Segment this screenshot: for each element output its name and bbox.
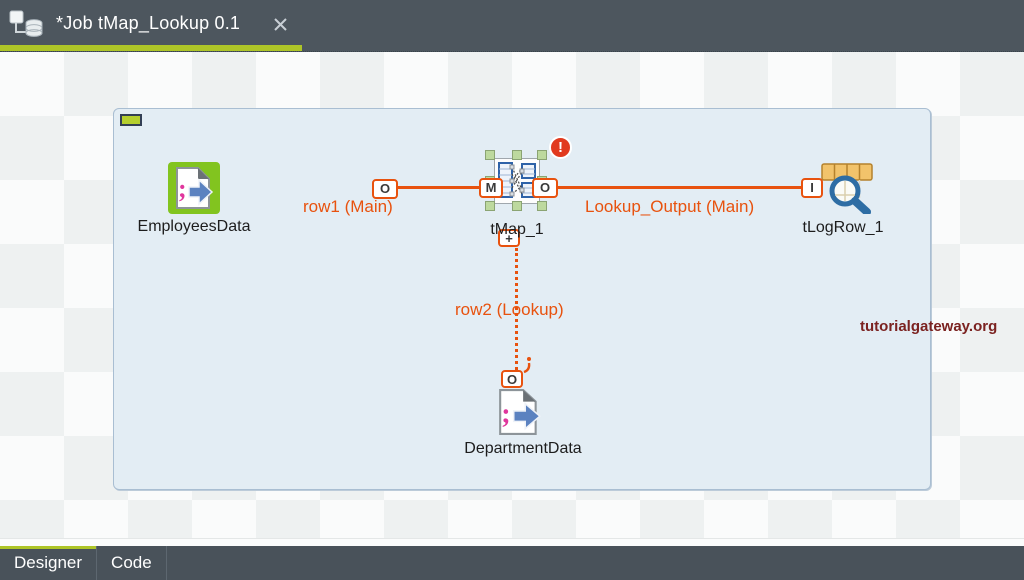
subjob-collapsed-marker[interactable] <box>120 114 142 126</box>
close-tab-icon[interactable] <box>268 14 292 38</box>
svg-text:;: ; <box>178 174 187 203</box>
component-departmentdata-label[interactable]: DepartmentData <box>464 440 582 457</box>
semicolon-mark-icon <box>520 356 534 379</box>
selection-handle[interactable] <box>537 201 547 211</box>
component-employeesdata-icon[interactable]: ; <box>168 162 220 214</box>
connection-lookup-output-line[interactable] <box>557 186 802 189</box>
log-row-icon <box>821 163 873 216</box>
tmap-output-connector[interactable]: O <box>532 178 558 198</box>
selection-handle[interactable] <box>485 201 495 211</box>
tab-code[interactable]: Code <box>97 546 167 580</box>
component-tmap-label[interactable]: tMap_1 <box>490 221 544 238</box>
job-icon <box>8 9 44 46</box>
delimited-file-icon: ; <box>176 167 214 209</box>
editor-tab-bar: *Job tMap_Lookup 0.1 <box>0 0 1024 52</box>
tlogrow-input-connector[interactable]: I <box>801 178 823 198</box>
selection-handle[interactable] <box>512 201 522 211</box>
connection-row1-label[interactable]: row1 (Main) <box>303 197 393 216</box>
departmentdata-output-connector[interactable]: O <box>501 370 523 388</box>
delimited-file-icon: ; <box>499 389 542 435</box>
connection-row2-line[interactable] <box>515 248 518 370</box>
component-departmentdata-icon[interactable]: ; <box>494 388 546 441</box>
component-employeesdata-label[interactable]: EmployeesData <box>137 218 251 235</box>
selection-handle[interactable] <box>485 150 495 160</box>
job-tab-title[interactable]: *Job tMap_Lookup 0.1 <box>56 13 241 33</box>
selection-handle[interactable] <box>537 150 547 160</box>
component-tlogrow-icon[interactable] <box>820 162 874 219</box>
selection-handle[interactable] <box>512 150 522 160</box>
component-tlogrow-label[interactable]: tLogRow_1 <box>802 219 884 236</box>
connection-lookup-output-label[interactable]: Lookup_Output (Main) <box>585 197 755 216</box>
connection-row1-line[interactable] <box>397 186 483 189</box>
tmap-lookup-input-connector[interactable]: + <box>498 229 520 247</box>
error-badge-icon[interactable]: ! <box>549 136 572 159</box>
status-strip <box>0 538 1024 546</box>
connection-row2-label[interactable]: row2 (Lookup) <box>455 300 564 319</box>
watermark-text: tutorialgateway.org <box>860 318 998 335</box>
tab-designer[interactable]: Designer <box>0 546 98 580</box>
design-canvas[interactable]: ; O EmployeesData row1 (Main) <box>0 52 1024 538</box>
active-tab-underline <box>0 45 302 51</box>
svg-text:;: ; <box>501 398 510 429</box>
view-tab-bar: Designer Code <box>0 546 1024 580</box>
tmap-main-input-connector[interactable]: M <box>479 178 503 198</box>
employeesdata-output-connector[interactable]: O <box>372 179 398 199</box>
